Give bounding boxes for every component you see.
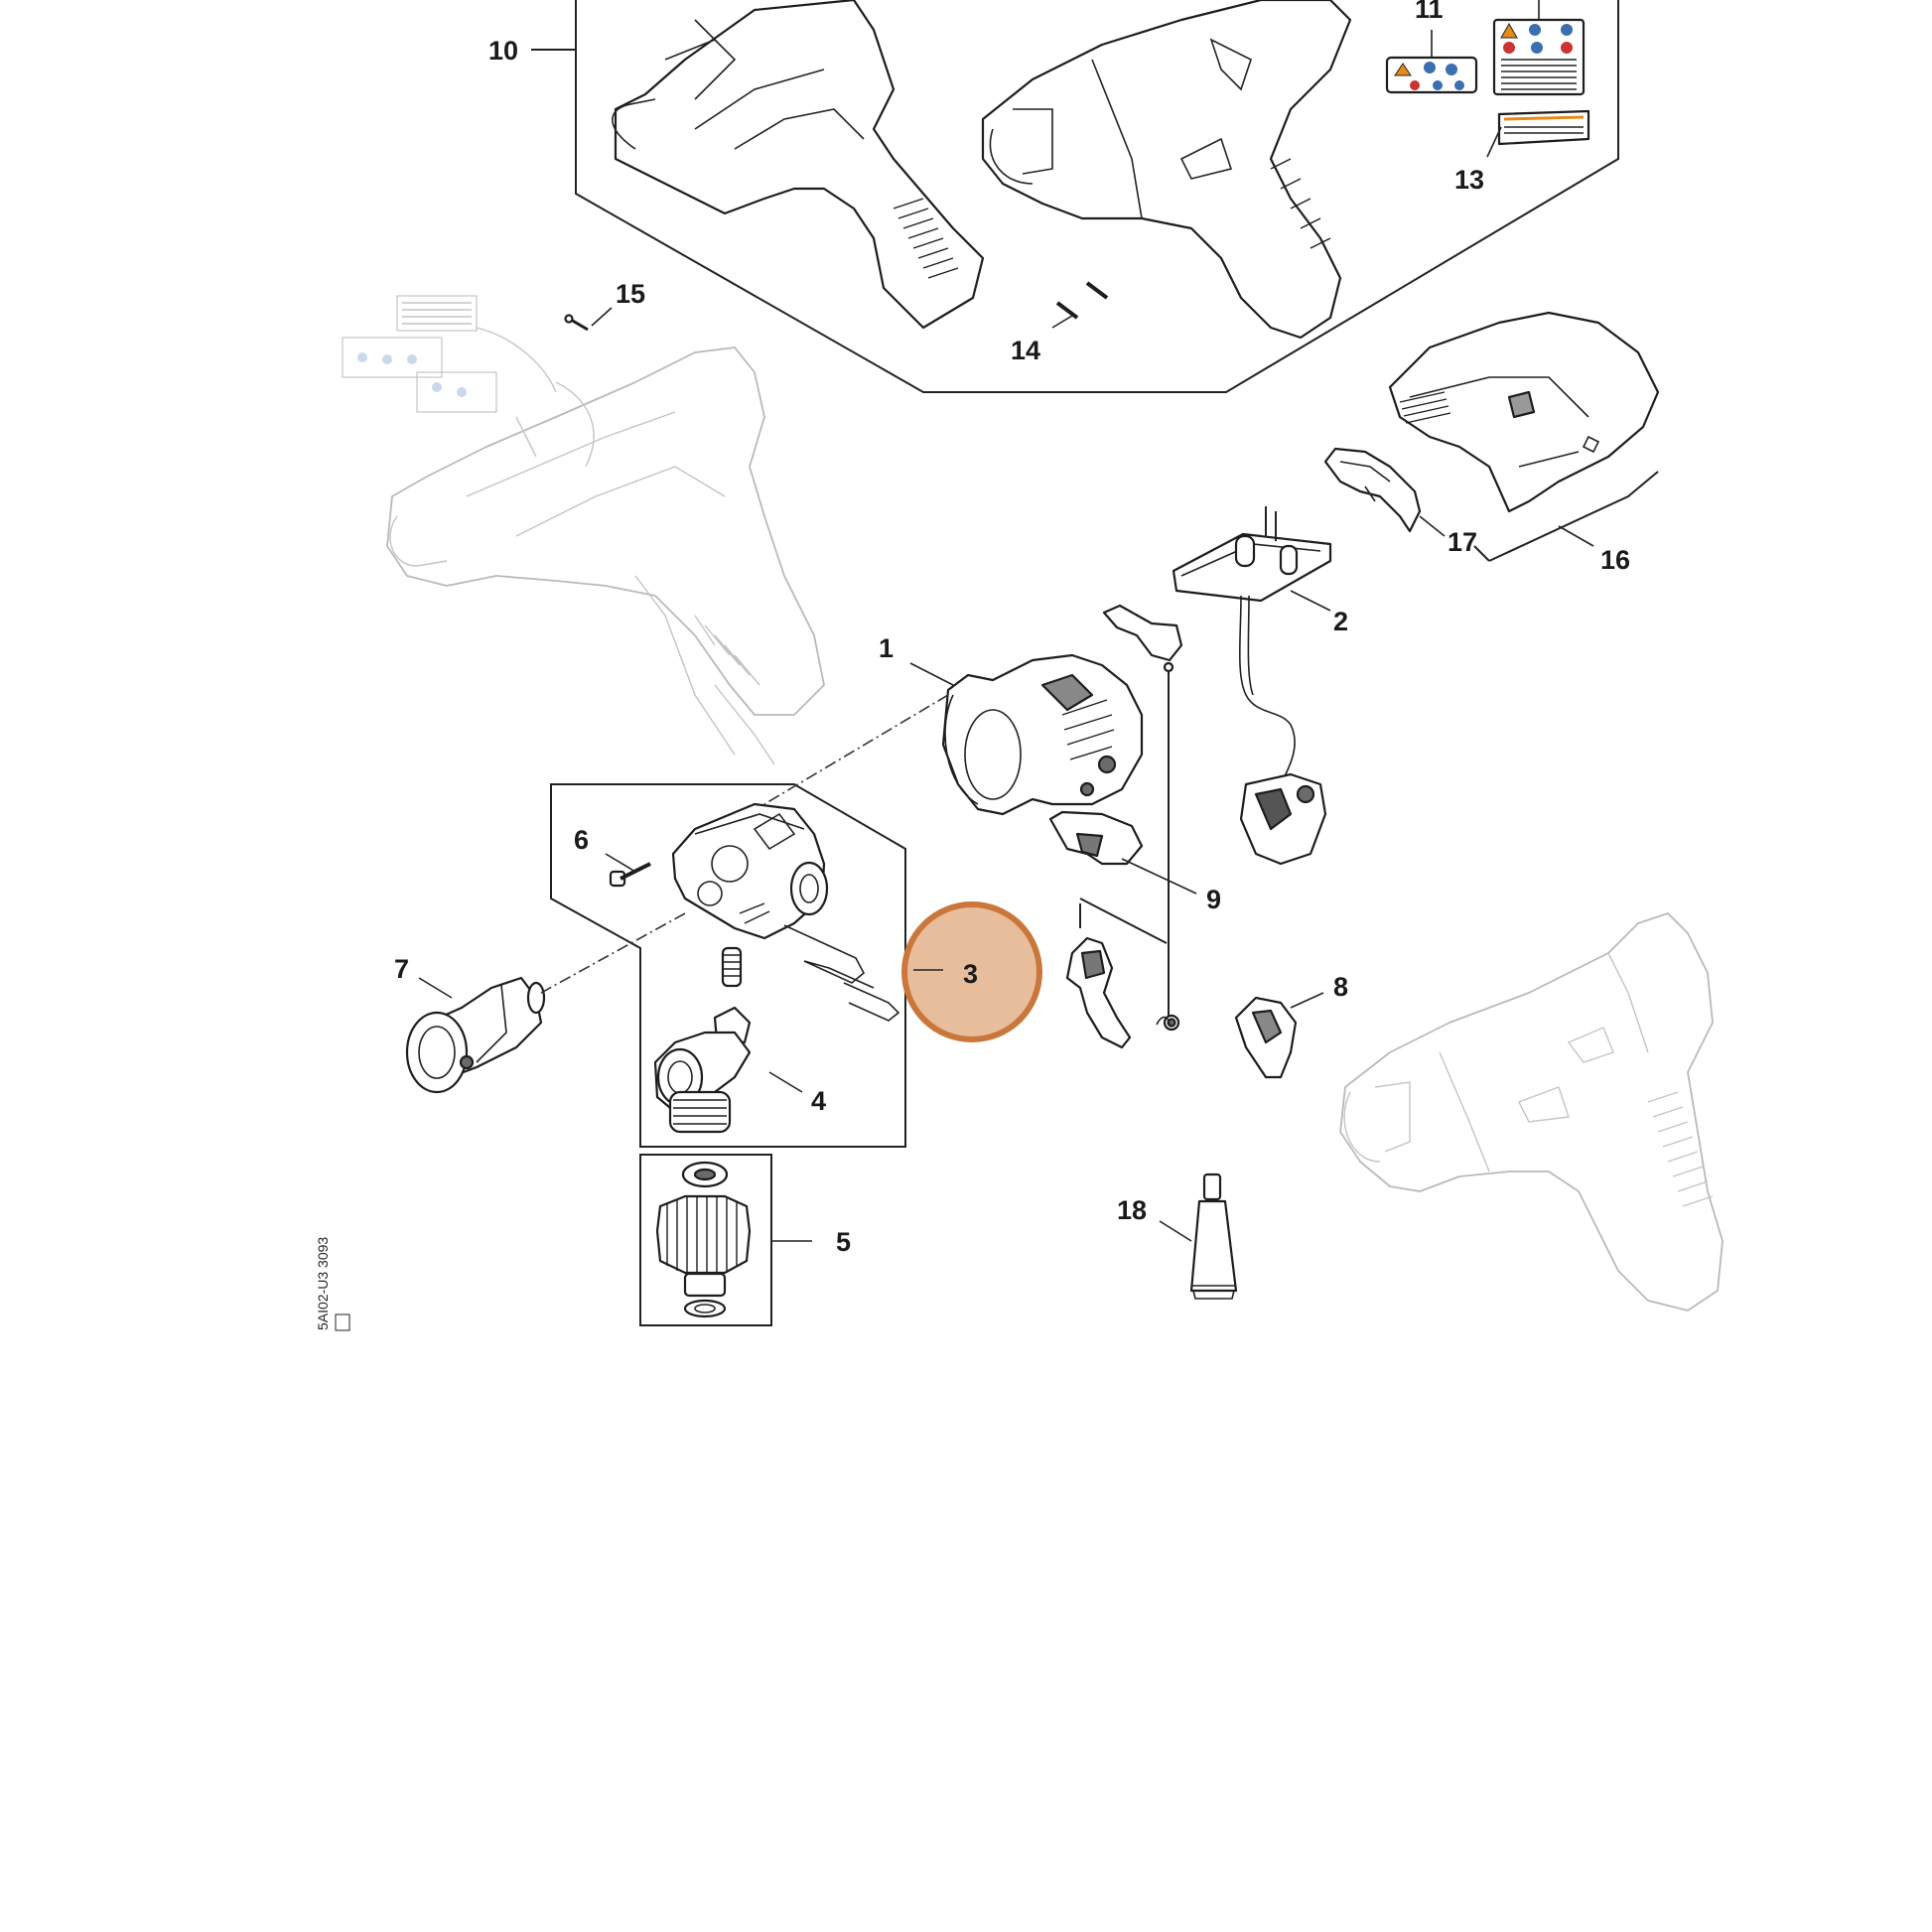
coupling-nut[interactable] [655,1161,752,1318]
callout-18[interactable]: 18 [1117,1195,1147,1225]
callout-7[interactable]: 7 [394,954,409,984]
electric-motor[interactable] [909,653,1144,816]
callout-13[interactable]: 13 [1454,165,1484,195]
direction-switch[interactable] [1234,992,1324,1079]
chuck-adapter[interactable] [653,1006,803,1134]
callout-3[interactable]: 3 [963,959,978,989]
callout-labels: 1 2 3 4 5 6 7 8 9 10 11 13 14 15 16 17 1… [394,0,1630,1257]
rating-plate-label[interactable] [1486,109,1590,158]
cover-kit-bracket [1419,471,1659,562]
drawing-code: 5AI02-U3 3093 [315,1237,350,1331]
switch-lever[interactable] [1102,604,1183,1028]
callout-8[interactable]: 8 [1333,972,1348,1002]
housing-screw[interactable] [564,307,613,332]
callout-9[interactable]: 9 [1206,885,1221,914]
trigger-button[interactable] [1048,810,1197,895]
warning-label-small[interactable] [1385,30,1478,94]
ghost-housing-right [1339,912,1724,1311]
callout-2[interactable]: 2 [1333,607,1348,636]
gearbox-housing[interactable] [671,802,829,940]
highlight-marker[interactable] [901,901,1042,1042]
coupling-kit-frame [639,1154,812,1326]
trigger-lever[interactable] [1065,936,1132,1049]
coupling-sleeve[interactable] [405,976,546,1094]
valve-spring[interactable] [721,946,743,988]
electronic-module[interactable] [1172,506,1332,866]
housing-half-right[interactable] [981,0,1352,340]
callout-10[interactable]: 10 [488,36,518,66]
battery-cover[interactable] [1388,311,1660,513]
gearbox-screw[interactable] [605,853,651,888]
callout-11[interactable]: 11 [1415,0,1444,24]
ghost-housing-left [342,295,825,765]
grease-tube[interactable] [1159,1173,1238,1300]
callout-1[interactable]: 1 [879,633,894,663]
callout-14[interactable]: 14 [1011,336,1040,365]
callout-6[interactable]: 6 [574,825,589,855]
retaining-clip[interactable] [783,924,900,1022]
svg-text:5AI02-U3 3093: 5AI02-U3 3093 [315,1237,331,1330]
callout-15[interactable]: 15 [616,279,645,309]
housing-kit-frame [531,0,1619,393]
callout-4[interactable]: 4 [811,1086,826,1116]
callout-5[interactable]: 5 [836,1227,851,1257]
callout-17[interactable]: 17 [1448,527,1477,557]
assembly-axes [540,694,949,994]
battery-latch[interactable] [1323,447,1422,533]
trigger-group-bracket [1079,897,1168,944]
trigger-spring[interactable] [1156,1014,1180,1032]
warning-label-large[interactable] [1492,0,1586,96]
callout-16[interactable]: 16 [1600,545,1630,575]
housing-half-left[interactable] [612,0,985,330]
gearbox-kit-frame [550,783,906,1148]
pin-set[interactable] [1051,281,1109,329]
